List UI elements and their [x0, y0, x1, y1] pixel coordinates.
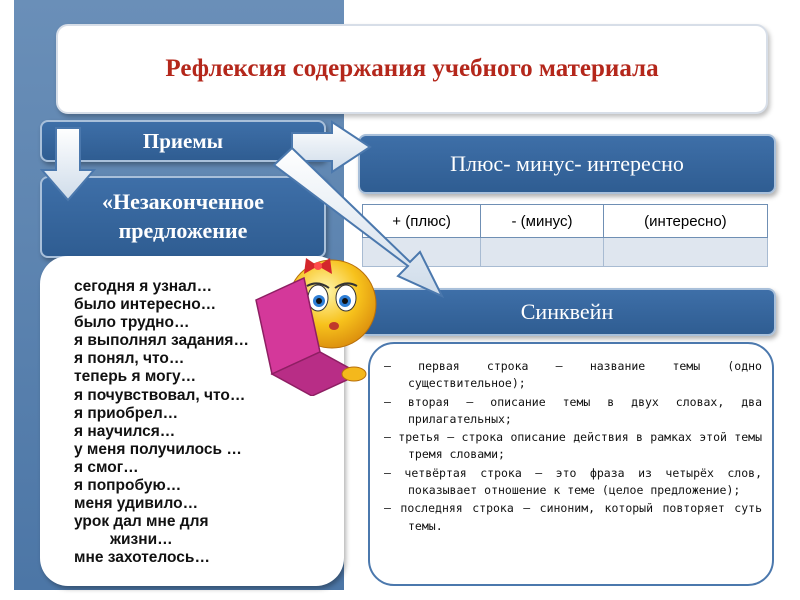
list-item: – третья – строка описание действия в ра… [384, 430, 762, 462]
list-item: мне захотелось… [74, 549, 210, 567]
list-item: я попробую… [74, 477, 182, 495]
list-item: я приобрел… [74, 404, 179, 422]
syncwine-rules-list: – первая строка – название темы (одно су… [384, 358, 762, 536]
list-item: я понял, что… [74, 350, 185, 368]
list-item: я почувствовал, что… [74, 386, 246, 404]
list-item: жизни… [110, 531, 173, 549]
syncwine-title-box: Синквейн [358, 288, 776, 336]
pmi-header-row: + (плюс) - (минус) (интересно) [361, 204, 769, 238]
syncwine-rules-card: – первая строка – название темы (одно су… [368, 342, 774, 586]
techniques-header: Приемы [40, 120, 326, 162]
list-item: у меня получилось … [74, 440, 242, 458]
list-item: урок дал мне для [74, 513, 209, 531]
list-item: я научился… [74, 422, 176, 440]
list-item: было трудно… [74, 314, 190, 332]
list-item: – первая строка – название темы (одно су… [384, 359, 762, 391]
list-item: я выполнял задания… [74, 332, 249, 350]
list-item: было интересно… [74, 296, 217, 314]
pmi-col-interesting: (интересно) [602, 204, 769, 238]
list-item: – четвёртая строка – это фраза из четырё… [384, 465, 762, 498]
pmi-col-plus: + (плюс) [361, 204, 482, 238]
title-box: Рефлексия содержания учебного материала [56, 24, 768, 114]
list-item: – последняя строка – синоним, который по… [384, 501, 762, 533]
pmi-col-minus: - (минус) [480, 204, 604, 238]
list-item: теперь я могу… [74, 368, 197, 386]
list-item: меня удивило… [74, 495, 199, 513]
page-title: Рефлексия содержания учебного материала [165, 55, 659, 82]
pmi-table: + (плюс) - (минус) (интересно) [361, 204, 769, 267]
pmi-empty-row [361, 237, 769, 267]
smiley-with-laptop-icon [255, 258, 377, 396]
list-item: сегодня я узнал… [74, 278, 213, 295]
sentence-starters-list: сегодня я узнал… было интересно… было тр… [74, 278, 249, 568]
pmi-cell [480, 237, 604, 267]
syncwine-title: Синквейн [520, 299, 614, 324]
unfinished-sentence-box: «Незаконченное предложение [40, 176, 326, 258]
list-item: я смог… [74, 458, 139, 476]
unfinished-sentence-label: «Незаконченное предложение [101, 189, 265, 243]
pmi-cell [602, 237, 769, 267]
techniques-header-label: Приемы [142, 128, 224, 153]
pmi-title: Плюс- минус- интересно [450, 151, 684, 176]
list-item: – вторая – описание темы в двух словах, … [384, 394, 762, 426]
pmi-title-box: Плюс- минус- интересно [358, 134, 776, 194]
